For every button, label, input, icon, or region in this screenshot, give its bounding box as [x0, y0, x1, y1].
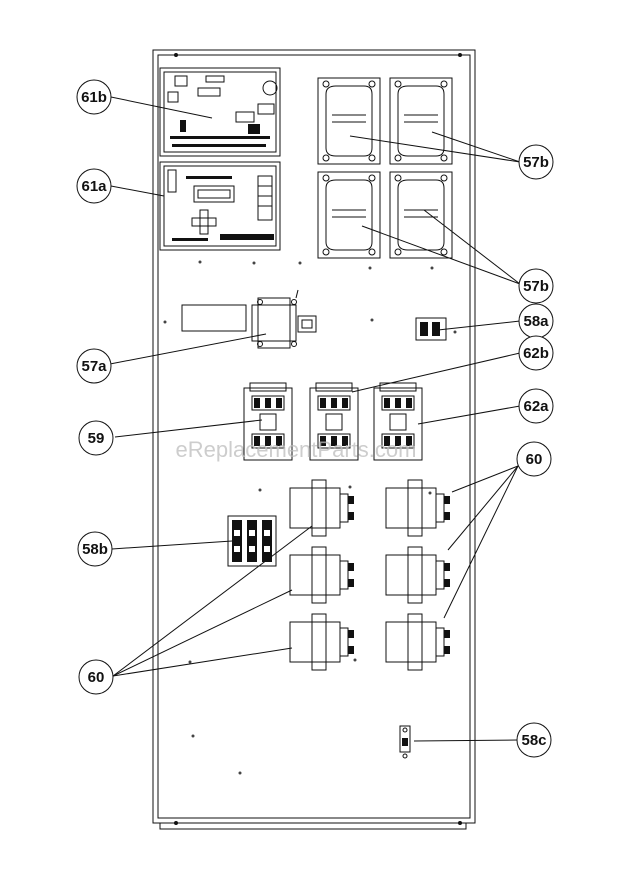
transformer-57b-top-left: [317, 77, 381, 165]
capacitor-60-right-1: [385, 479, 450, 537]
callout-62b: 62b: [518, 335, 554, 371]
callout-59: 59: [78, 420, 114, 456]
callout-61b: 61b: [76, 79, 112, 115]
callout-57b-bottom: 57b: [518, 268, 554, 304]
capacitor-60-right-2: [385, 546, 450, 604]
transformer-57b-bottom-left: [317, 171, 381, 259]
transformer-57b-bottom-right: [389, 171, 453, 259]
callout-57b-top: 57b: [518, 144, 554, 180]
callout-61a: 61a: [76, 168, 112, 204]
svg-text:57a: 57a: [81, 358, 107, 375]
svg-text:58b: 58b: [82, 541, 108, 558]
svg-text:61b: 61b: [81, 89, 107, 106]
capacitor-60-left-2: [289, 546, 354, 604]
callout-58a: 58a: [518, 303, 554, 339]
panel-frame: [152, 49, 476, 830]
interface-board-61a: [159, 161, 281, 251]
svg-text:61a: 61a: [81, 178, 107, 195]
svg-text:60: 60: [88, 669, 105, 686]
transformer-57a: [181, 289, 317, 349]
transformer-57b-top-right: [389, 77, 453, 165]
svg-text:60: 60: [526, 451, 543, 468]
capacitor-60-left-1: [289, 479, 354, 537]
capacitor-60-right-3: [385, 613, 450, 671]
callout-58c: 58c: [516, 722, 552, 758]
watermark-text: eReplacementParts.com: [176, 437, 417, 462]
svg-text:58c: 58c: [521, 732, 546, 749]
terminal-58c: [399, 725, 411, 759]
svg-text:59: 59: [88, 430, 105, 447]
svg-text:58a: 58a: [523, 313, 549, 330]
terminal-block-58b: [227, 515, 277, 567]
terminal-58a: [415, 317, 447, 341]
capacitor-60-left-3: [289, 613, 354, 671]
callout-62a: 62a: [518, 388, 554, 424]
callout-60-left: 60: [78, 659, 114, 695]
contactor-62a: [373, 382, 423, 461]
svg-text:57b: 57b: [523, 278, 549, 295]
svg-text:62b: 62b: [523, 345, 549, 362]
contactor-62b: [309, 382, 359, 461]
svg-text:62a: 62a: [523, 398, 549, 415]
svg-text:57b: 57b: [523, 154, 549, 171]
callout-57a: 57a: [76, 348, 112, 384]
callout-60-right: 60: [516, 441, 552, 477]
contactor-59: [243, 382, 293, 461]
control-board-61b: [159, 67, 281, 157]
leader-lines: [109, 96, 521, 742]
callout-58b: 58b: [77, 531, 113, 567]
panel-screws: [163, 260, 457, 775]
